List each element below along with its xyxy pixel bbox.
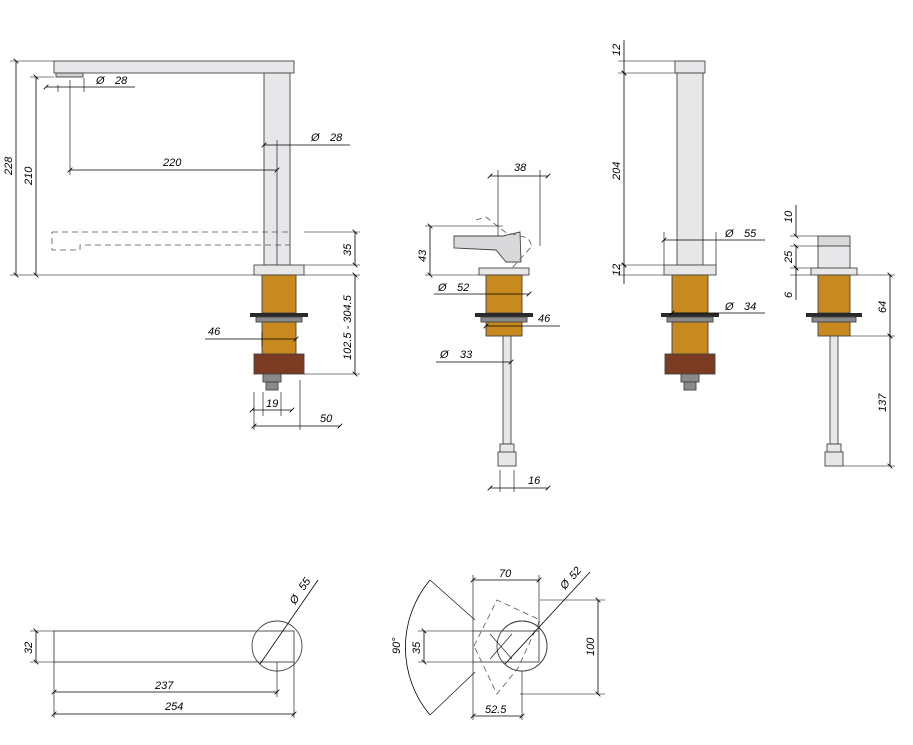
spout-plan-view: 32 Ø 55 237 254 [23,575,319,718]
dim-handle-hose-dia: 33 [460,349,473,361]
dim-plan-handle-offset: 52.5 [485,704,507,716]
dim-plan-handle-depth: 100 [585,637,597,656]
front-spout-connector [680,373,700,383]
dim-spout-offset: 50 [320,413,333,425]
dim-plan-spout-reach-inner: 237 [154,680,174,692]
spout-base [253,264,305,276]
front-handle-shank-lower [817,321,851,337]
dim-handle-top-width: 38 [514,162,527,174]
front-spout-column [676,72,704,266]
dim-front-lever-height: 10 [783,210,795,223]
dim-front-shank-length: 64 [877,301,889,313]
dim-handle-shank-dia: 46 [538,313,551,325]
plan-handle-rotation-ghost [473,599,541,695]
front-handle-body [817,245,851,269]
handle-washer [475,313,533,317]
dim-spout-outlet-dia: 28 [114,75,128,87]
front-handle-washer [806,313,862,317]
dim-spout-reach: 220 [162,157,182,169]
dim-front-shank-dia: 34 [744,301,756,313]
handle-hose-tip [497,451,517,467]
spout-shank-lower [261,321,297,355]
spout-arm [53,60,295,74]
dim-spout-base-height: 35 [342,243,354,256]
dim-front-column-dia: 55 [744,228,757,240]
handle-front-view: 10 25 6 64 137 [783,205,895,466]
dim-spout-outlet-dia-symbol: Ø [95,75,106,87]
front-handle-hose-tip [824,451,844,467]
handle-nut-ring [480,316,528,323]
handle-side-view: 38 43 Ø 52 46 Ø 33 16 [417,162,560,492]
dim-spout-column-dia-symbol: Ø [310,132,321,144]
front-spout-connector-tip [683,381,697,391]
handle-base [478,267,530,276]
dim-spout-height-total: 228 [3,156,15,176]
dim-plan-spout-reach-total: 254 [164,701,183,713]
spout-side-view: 228 210 Ø 28 Ø 28 220 35 102.5 - 304.5 4… [3,61,360,430]
front-spout-base [663,264,717,276]
plan-spout-body [53,630,295,663]
dim-spout-connector-dia: 19 [266,398,278,410]
front-spout-shank-lower [671,321,709,355]
handle-shank-lower [485,321,523,337]
handle-lever [453,231,522,263]
front-spout-cap [674,60,706,74]
dim-front-column-height: 204 [611,162,623,181]
dim-spout-shank-dia: 46 [208,326,221,338]
front-handle-shank [817,274,851,314]
dim-handle-base-dia: 52 [457,282,469,294]
spout-nut-ring [255,316,303,323]
handle-plan-view: 90° 35 70 Ø 52 100 52.5 [391,565,605,720]
spout-washer [250,313,308,317]
spout-rotation-ghost [51,231,291,251]
front-spout-bronze-nut [664,353,716,375]
dim-handle-connector-dia: 16 [528,475,541,487]
dim-spout-height-outlet: 210 [23,166,35,186]
front-handle-nut-ring [811,316,857,323]
front-handle-base [810,267,858,276]
spout-connector [262,373,282,383]
spout-shank [261,274,297,314]
dim-plan-handle-rotation: 90° [391,637,403,654]
spout-front-view: 12 204 12 Ø 55 Ø 34 [611,40,765,391]
dim-front-cap-height: 12 [611,44,623,56]
dim-plan-handle-lever-length: 70 [499,568,512,580]
dim-handle-height: 43 [417,249,429,262]
front-spout-shank [671,274,709,314]
plan-handle-lever [472,630,540,663]
front-handle-hose-connector [826,443,842,453]
handle-hose-connector [499,443,515,453]
dim-front-base-height-handle: 6 [783,291,795,298]
front-handle-lever [817,235,851,247]
spout-bronze-nut [253,353,305,375]
dim-handle-base-dia-symbol: Ø [437,282,448,294]
dim-front-column-dia-symbol: Ø [724,228,735,240]
dim-front-base-height: 12 [611,264,623,276]
dim-plan-handle-dia: 52 [567,565,584,582]
dim-handle-hose-dia-symbol: Ø [439,349,450,361]
dim-front-shank-dia-symbol: Ø [724,301,735,313]
dim-front-body-height: 25 [783,250,795,264]
front-spout-washer [661,313,719,317]
dim-front-hose-length: 137 [877,393,889,412]
dim-spout-shank-range: 102.5 - 304.5 [342,294,354,360]
front-handle-hose [829,335,839,445]
dim-plan-handle-lever-width: 35 [411,641,423,654]
handle-hose [502,335,512,445]
dim-plan-spout-width: 32 [23,642,35,654]
front-spout-nut-ring [666,316,714,323]
spout-outlet [55,72,84,78]
dim-spout-column-dia: 28 [329,132,343,144]
handle-rotation-ghost [475,216,533,269]
spout-connector-tip [265,381,279,391]
